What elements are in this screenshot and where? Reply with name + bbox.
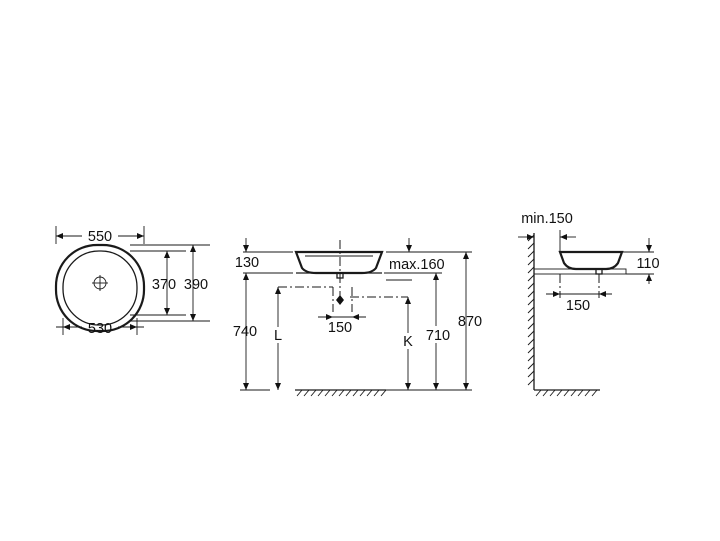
wall-hatch: [527, 234, 535, 386]
front-view: 130 max.160 740 L 150 K: [233, 238, 482, 397]
label-K: K: [403, 334, 413, 350]
side-view: min.150 110 150: [518, 211, 660, 397]
dimension-710: 710: [426, 328, 450, 344]
basin-side-profile: [558, 250, 624, 271]
dimension-150-front: 150: [328, 320, 352, 336]
dimension-870: 870: [458, 314, 482, 330]
dimension-max-160: max.160: [389, 257, 445, 273]
basin-outer-outline: [54, 243, 146, 333]
dimension-130: 130: [235, 255, 259, 271]
label-L: L: [274, 328, 282, 344]
side-floor-hatch: [535, 389, 598, 397]
dimension-530: 530: [88, 321, 112, 337]
dimension-150-side: 150: [566, 298, 590, 314]
basin-inner-outline: [62, 250, 138, 326]
dimension-110: 110: [636, 256, 659, 272]
drain-icon: [92, 275, 108, 291]
dimension-740: 740: [233, 324, 257, 340]
dimension-370: 370: [152, 277, 176, 293]
floor-hatch: [296, 389, 387, 397]
top-view: 550 530 370 390: [54, 226, 210, 337]
dimension-550: 550: [88, 229, 112, 245]
dimension-min-150: min.150: [521, 211, 573, 227]
dimension-390: 390: [184, 277, 208, 293]
basin-front-profile: [294, 250, 384, 275]
